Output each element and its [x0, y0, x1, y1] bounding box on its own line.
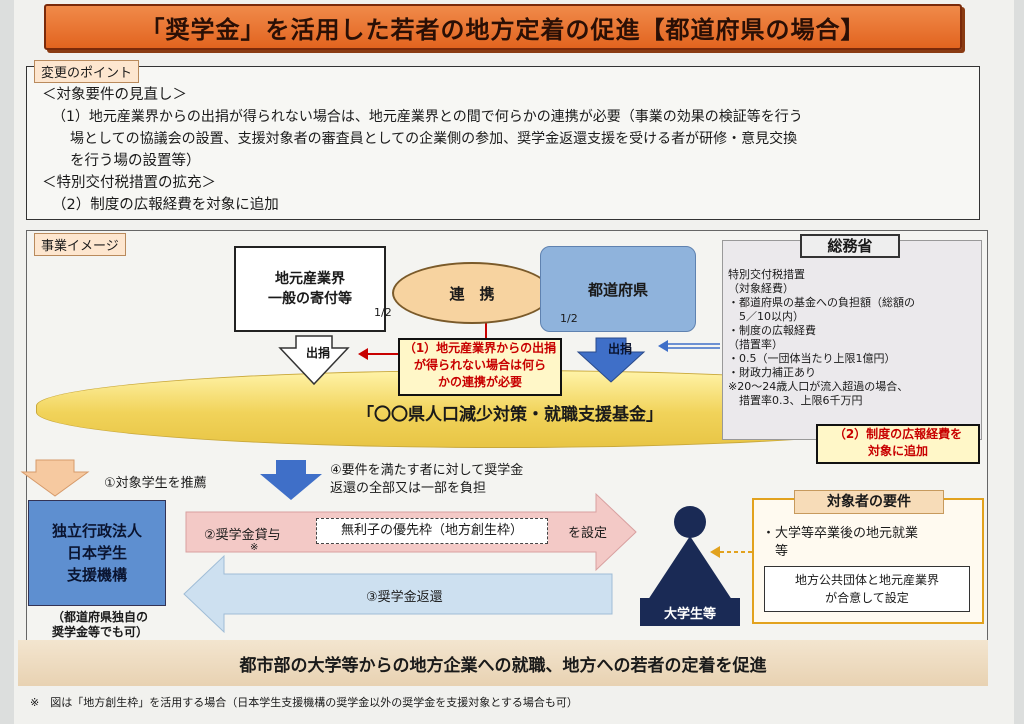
requirements-title: 対象者の要件: [794, 490, 944, 514]
change-line: （1）地元産業界からの出捐が得られない場合は、地元産業界との間で何らかの連携が必…: [52, 109, 803, 125]
mic-line: 措置率0.3、上限6千万円: [728, 394, 863, 407]
step1-arrow: [20, 459, 90, 497]
mic-lines: 特別交付税措置 （対象経費） ・都道府県の基金への負担額（総額の 5／10以内）…: [728, 268, 915, 408]
quota-box: 無利子の優先枠（地方創生枠）: [316, 518, 548, 544]
mic-line: 特別交付税措置: [728, 268, 805, 281]
image-tag: 事業イメージ: [34, 233, 126, 256]
requirements-inner-box: 地方公共団体と地元産業界 が合意して設定: [764, 566, 970, 612]
mic-line: ※20～24歳人口が流入超過の場合、: [728, 380, 909, 393]
prefecture-box: 都道府県: [540, 246, 696, 332]
mic-line: ・0.5（一団体当たり上限1億円）: [728, 352, 896, 365]
industry-ratio: 1/2: [374, 306, 392, 319]
student-body: [640, 536, 740, 612]
change-line: ＜特別交付税措置の拡充＞: [42, 175, 216, 191]
jasso-line: 支援機構: [66, 566, 127, 584]
step1-label: ①対象学生を推薦: [104, 476, 207, 491]
step4-label: ④要件を満たす者に対して奨学金 返還の全部又は一部を負担: [330, 463, 524, 496]
redbox-koho: （2）制度の広報経費を 対象に追加: [816, 424, 980, 464]
mic-line: ・財政力補正あり: [728, 366, 816, 379]
change-line: を行う場の設置等）: [70, 153, 201, 169]
student-label: 大学生等: [663, 607, 716, 622]
change-line: ＜対象要件の見直し＞: [42, 87, 187, 103]
changes-panel: [26, 66, 980, 220]
step4-arrow: [260, 460, 322, 500]
redbox-renkei: （1）地元産業界からの出捐 が得られない場合は何ら かの連携が必要: [398, 338, 562, 396]
step3-label: ③奨学金返還: [366, 590, 443, 605]
prefecture-ratio: 1/2: [560, 312, 578, 325]
shussen-right-label: 出捐: [608, 342, 633, 356]
shussen-left-arrow: [278, 335, 350, 386]
jasso-box: 独立行政法人 日本学生 支援機構: [28, 500, 166, 606]
bottom-banner: 都市部の大学等からの地方企業への就職、地方への若者の定着を促進: [18, 640, 988, 686]
student-head: [674, 506, 706, 538]
page-title: 「奨学金」を活用した若者の地方定着の促進【都道府県の場合】: [44, 4, 962, 50]
change-line: （2）制度の広報経費を対象に追加: [52, 197, 279, 213]
change-line: 場としての協議会の設置、支援対象者の審査員としての企業側の参加、奨学金返還支援を…: [70, 131, 798, 147]
mic-line: ・都道府県の基金への負担額（総額の: [728, 296, 915, 309]
fund-label: 「〇〇県人口減少対策・就職支援基金」: [357, 405, 663, 425]
mic-line: 5／10以内）: [728, 310, 804, 323]
mic-line: ・制度の広報経費: [728, 324, 816, 337]
changes-tag: 変更のポイント: [34, 60, 140, 83]
mic-line: （対象経費）: [728, 282, 794, 295]
set-text: を設定: [568, 526, 608, 541]
step2-note: ※: [250, 542, 259, 553]
mic-line: （措置率）: [728, 338, 783, 351]
requirements-line: 等: [762, 544, 789, 559]
footnote: ※ 図は「地方創生枠」を活用する場合（日本学生支援機構の奨学金以外の奨学金を支援…: [30, 696, 578, 709]
mic-panel: [722, 240, 982, 440]
renkei-ellipse: 連 携: [392, 262, 552, 324]
jasso-line: 独立行政法人: [51, 522, 142, 540]
requirements-line: ・大学等卒業後の地元就業: [762, 526, 919, 541]
step2-label: ②奨学金貸与: [204, 528, 281, 543]
mic-title: 総務省: [800, 234, 900, 258]
step3-arrow: [183, 554, 613, 634]
jasso-line: 日本学生: [66, 544, 127, 562]
industry-box: 地元産業界 一般の寄付等: [234, 246, 386, 332]
shussen-left-label: 出捐: [306, 346, 331, 360]
shussen-right-arrow: [576, 337, 646, 383]
jasso-note: （都道府県独自の 奨学金等でも可）: [51, 610, 148, 639]
